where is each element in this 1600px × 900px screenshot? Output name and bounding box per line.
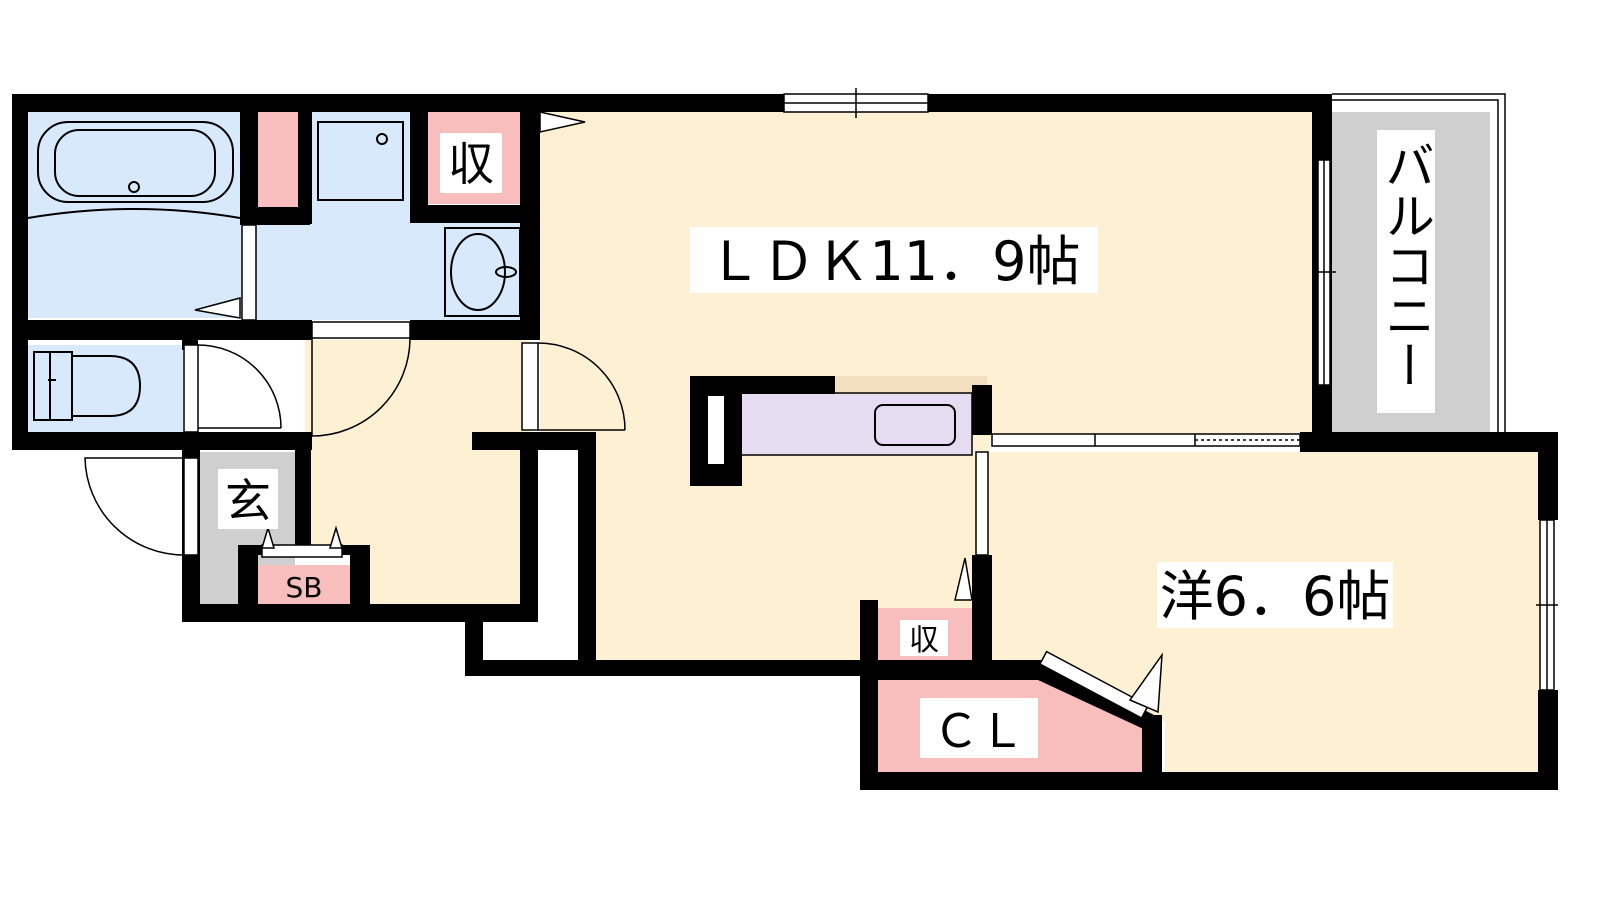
- bathtub: [37, 121, 234, 203]
- shoe-box-label: SB: [286, 571, 323, 604]
- sliding-doors: [194, 224, 1301, 720]
- top-window: [783, 88, 929, 118]
- toilet-door: [183, 344, 282, 433]
- walls: [12, 94, 1558, 790]
- shoe-box-doors: [261, 544, 343, 558]
- labels: ＬＤＫ11．9帖 洋6．6帖 バルコニー 収 収 ＣＬ 玄 SB: [218, 130, 1435, 758]
- storage-top-door-mark: [539, 111, 586, 133]
- balcony-label-bg: [1377, 130, 1435, 413]
- toilet-floor: [28, 345, 183, 437]
- shoe-box-right-mark: [328, 525, 344, 549]
- washer-floor: [310, 112, 415, 224]
- linen-shelf-floor: [258, 112, 300, 207]
- shoe-box-left-mark: [260, 525, 276, 549]
- windows: [783, 88, 1558, 691]
- kitchen-upper-counter: [832, 376, 987, 394]
- closet-door: [1038, 650, 1150, 720]
- western-window: [1536, 519, 1558, 691]
- balcony-label: バルコニー: [1377, 140, 1435, 390]
- western-label: 洋6．6帖: [1160, 565, 1391, 628]
- storage-top-label-bg: [440, 133, 502, 193]
- storage-small-door-mark: [954, 557, 973, 601]
- shoe-box-floor: [256, 565, 352, 605]
- bath-floor: [28, 112, 243, 318]
- balcony-window: [1312, 159, 1336, 386]
- ldk-western-sliding-door: [991, 433, 1301, 447]
- ldk-label: ＬＤＫ11．9帖: [707, 230, 1080, 293]
- western-door-mark: [1128, 652, 1163, 714]
- storage-small-label-bg: [900, 620, 948, 656]
- hall-floor: [305, 340, 530, 608]
- entrance-label-bg: [218, 469, 278, 529]
- kitchen-opening: [975, 451, 989, 556]
- swing-doors: [84, 111, 1163, 714]
- ldk-door: [521, 342, 626, 431]
- bath-door: [241, 224, 257, 321]
- balcony-railing: [1332, 93, 1506, 434]
- closet-label: ＣＬ: [933, 704, 1025, 758]
- fixtures: [27, 121, 973, 456]
- front-door: [84, 457, 199, 556]
- washroom-floor: [255, 222, 525, 320]
- closet-label-bg: [920, 698, 1038, 758]
- storage-small-label: 収: [909, 623, 939, 658]
- entrance-label: 玄: [225, 474, 271, 528]
- wash-door: [311, 321, 411, 437]
- kitchen-sink: [874, 404, 956, 446]
- toilet: [33, 351, 142, 421]
- washer-pan: [317, 121, 404, 201]
- storage-top-label: 収: [448, 137, 494, 191]
- ldk-label-bg: [690, 227, 1098, 293]
- western-label-bg: [1157, 562, 1393, 628]
